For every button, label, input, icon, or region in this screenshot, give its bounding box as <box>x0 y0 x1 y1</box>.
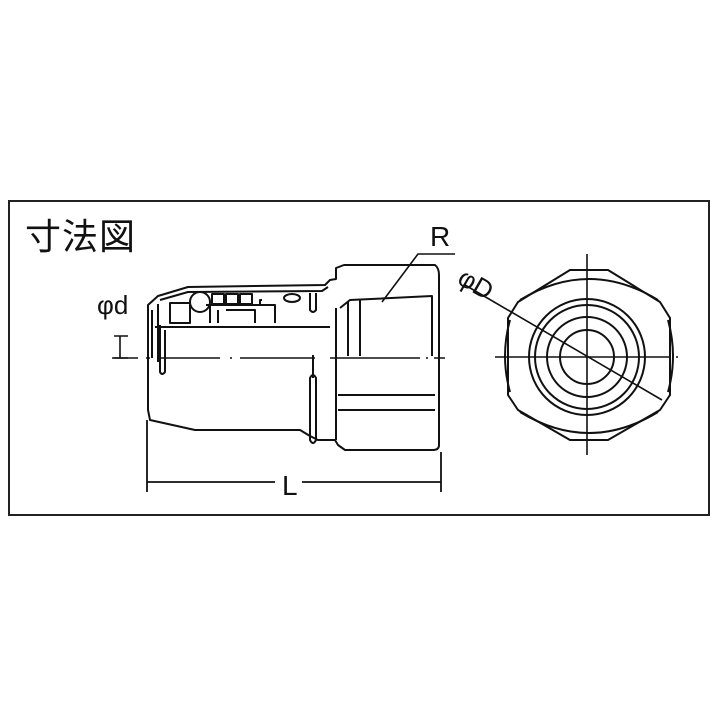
small-diameter-label: φd <box>97 290 129 320</box>
side-view <box>147 264 440 451</box>
drawing-title: 寸法図 <box>25 217 137 258</box>
thread-label: R <box>430 221 451 252</box>
length-label: L <box>282 470 298 501</box>
end-view <box>464 254 678 455</box>
